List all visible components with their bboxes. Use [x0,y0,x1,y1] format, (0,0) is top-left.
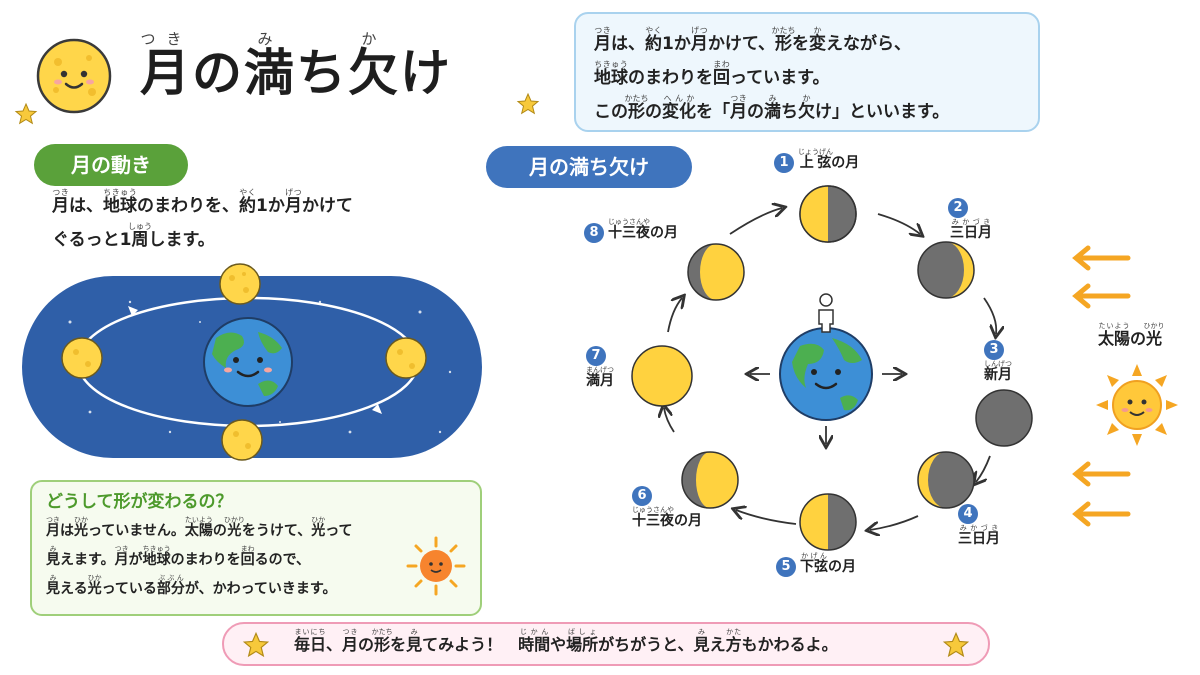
phase-name: 三日月みかづき [958,524,1000,547]
moon-phase-2 [917,241,975,299]
sunlight-label: 太陽たいようの光ひかり [1098,322,1165,349]
moon-motion-description: 月つきは、地球ちきゅうのまわりを、約やく1か月げつかけて ぐるっと1周しゅうしま… [52,188,472,256]
phase-number: 2 [948,198,968,218]
why-box-title: どうして形が変わるの？ [46,492,233,512]
intro-box: 月つきは、約やく1か月げつかけて、形かたちを変かえながら、 地球ちきゅうのまわり… [574,12,1040,132]
phase-name: 十三夜じゅうさんやの月 [632,506,702,529]
moon-phase-5 [799,493,857,551]
why-line-2: 見みえます。月つきが地球ちきゅうのまわりを回まわるので、 [46,545,311,568]
moon-phase-7 [631,345,693,407]
sunlight-arrows [1072,245,1131,527]
phase-name: 三日月みかづき [950,218,992,241]
phase-number: 7 [586,346,606,366]
phase-number: 4 [958,504,978,524]
phase-name: 下弦かげんの月 [800,552,856,575]
star-icon [942,631,970,658]
intro-line-1: 月つきは、約やく1か月げつかけて、形かたちを変かえながら、 [594,26,911,54]
sun-icon [1096,364,1178,446]
phase-number: 8 [584,223,604,243]
phase-name: 満月まんげつ [586,366,614,389]
star-icon [516,92,540,115]
phase-number: 3 [984,340,1004,360]
star-dots [68,300,452,434]
moon-phase-8 [687,243,745,301]
page-title: 月つきの満みち欠かけ [140,30,452,102]
phase-cycle-arrows [664,208,996,530]
phase-name: 新月しんげつ [984,360,1012,383]
moon-motion-line-1: 月つきは、地球ちきゅうのまわりを、約やく1か月げつかけて [52,188,353,216]
earth-icon [779,327,873,421]
intro-line-3: この形かたちの変化へんかを「月つきの満みち欠かけ」といいます。 [594,94,950,122]
phase-number: 6 [632,486,652,506]
arrow-icon [1072,245,1131,527]
why-line-1: 月つきは光ひかっていません。太陽たいようの光ひかりをうけて、光ひかって [46,516,353,539]
moon-phase-6 [681,451,739,509]
moon-icon [385,337,427,379]
section-heading-moon-phases: 月の満ち欠け [486,146,692,188]
moon-motion-line-2: ぐるっと1周しゅうします。 [52,222,215,250]
star-icon [242,631,270,658]
arrow-icon [128,306,138,316]
phase-name: 十三夜じゅうさんやの月 [608,218,678,241]
bottom-banner: 毎日まいにち、月つきの形かたちを見みてみよう！ 時間じかんや場所ばしょがちがうと… [222,622,990,666]
sun-icon [406,536,466,596]
direction-arrows [750,374,902,444]
arrow-icon [372,404,382,414]
moon-icon [219,263,261,305]
why-box-text: 月つきは光ひかっていません。太陽たいようの光ひかりをうけて、光ひかって 見みえま… [46,516,406,603]
phase-number: 5 [776,557,796,577]
moon-icon [221,419,263,461]
intro-line-2: 地球ちきゅうのまわりを回まわっています。 [594,60,830,88]
phase-name: 上弦じょうげんの月 [798,148,860,171]
earth-icon [203,317,293,407]
moon-icon [61,337,103,379]
person-icon [818,293,834,333]
sunlight-label-text: 太陽たいようの光ひかり [1098,322,1165,348]
phase-diagram [631,185,1033,551]
moon-face-icon [36,38,112,114]
why-box: どうして形が変わるの？ 月つきは光ひかっていません。太陽たいようの光ひかりをうけ… [30,480,482,616]
moon-phase-1 [799,185,857,243]
moon-phase-3 [975,389,1033,447]
banner-text: 毎日まいにち、月つきの形かたちを見みてみよう！ 時間じかんや場所ばしょがちがうと… [294,628,838,654]
orbit-diagram [22,263,482,461]
phase-number: 1 [774,153,794,173]
star-icon [14,102,38,125]
moon-phase-4 [917,451,975,509]
section-heading-moon-motion: 月の動き [34,144,188,186]
why-line-3: 見みえる光ひかっている部分ぶぶんが、かわっていきます。 [46,574,337,597]
